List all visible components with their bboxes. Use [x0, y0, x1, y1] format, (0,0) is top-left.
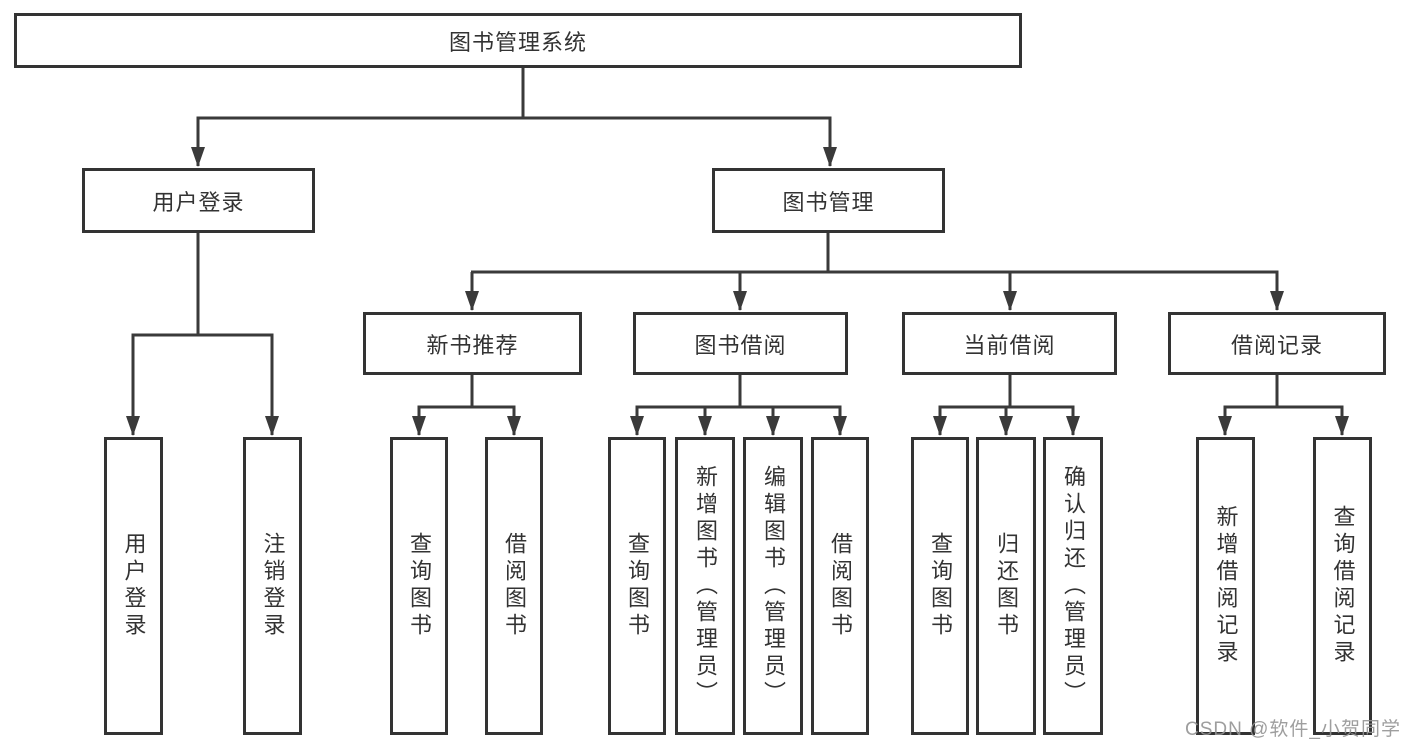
leaf-user-login: 用户登录 — [104, 437, 163, 735]
leaf-label: 查询图书 — [407, 532, 432, 640]
leaf-query-borrow-record: 查询借阅记录 — [1313, 437, 1372, 735]
leaf-return-books: 归还图书 — [976, 437, 1036, 735]
node-new-book-recommend: 新书推荐 — [363, 312, 582, 375]
leaf-label: 查询图书 — [928, 532, 953, 640]
leaf-label: 编辑图书（管理员） — [761, 464, 786, 708]
leaf-borrow-books-1: 借阅图书 — [485, 437, 543, 735]
leaf-confirm-return-admin: 确认归还（管理员） — [1043, 437, 1103, 735]
node-current-borrow: 当前借阅 — [902, 312, 1117, 375]
leaf-label: 查询借阅记录 — [1330, 505, 1356, 667]
leaf-query-books-3: 查询图书 — [911, 437, 969, 735]
leaf-query-books-1: 查询图书 — [390, 437, 448, 735]
leaf-query-books-2: 查询图书 — [608, 437, 666, 735]
node-book-management: 图书管理 — [712, 168, 945, 233]
leaf-label: 借阅图书 — [828, 532, 853, 640]
leaf-add-books-admin: 新增图书（管理员） — [675, 437, 735, 735]
leaf-label: 归还图书 — [994, 532, 1019, 640]
leaf-label: 查询图书 — [625, 532, 650, 640]
node-borrow-records: 借阅记录 — [1168, 312, 1386, 375]
csdn-watermark: CSDN @软件_小贺同学 — [1185, 719, 1401, 740]
leaf-label: 确认归还（管理员） — [1061, 464, 1086, 708]
leaf-label: 注销登录 — [260, 532, 286, 640]
node-book-borrow: 图书借阅 — [633, 312, 848, 375]
leaf-label: 借阅图书 — [502, 532, 527, 640]
leaf-add-borrow-record: 新增借阅记录 — [1196, 437, 1255, 735]
leaf-label: 用户登录 — [121, 532, 147, 640]
leaf-logout: 注销登录 — [243, 437, 302, 735]
leaf-edit-books-admin: 编辑图书（管理员） — [743, 437, 803, 735]
leaf-label: 新增借阅记录 — [1213, 505, 1239, 667]
node-user-login: 用户登录 — [82, 168, 315, 233]
leaf-borrow-books-2: 借阅图书 — [811, 437, 869, 735]
leaf-label: 新增图书（管理员） — [693, 464, 718, 708]
node-library-management-system: 图书管理系统 — [14, 13, 1022, 68]
